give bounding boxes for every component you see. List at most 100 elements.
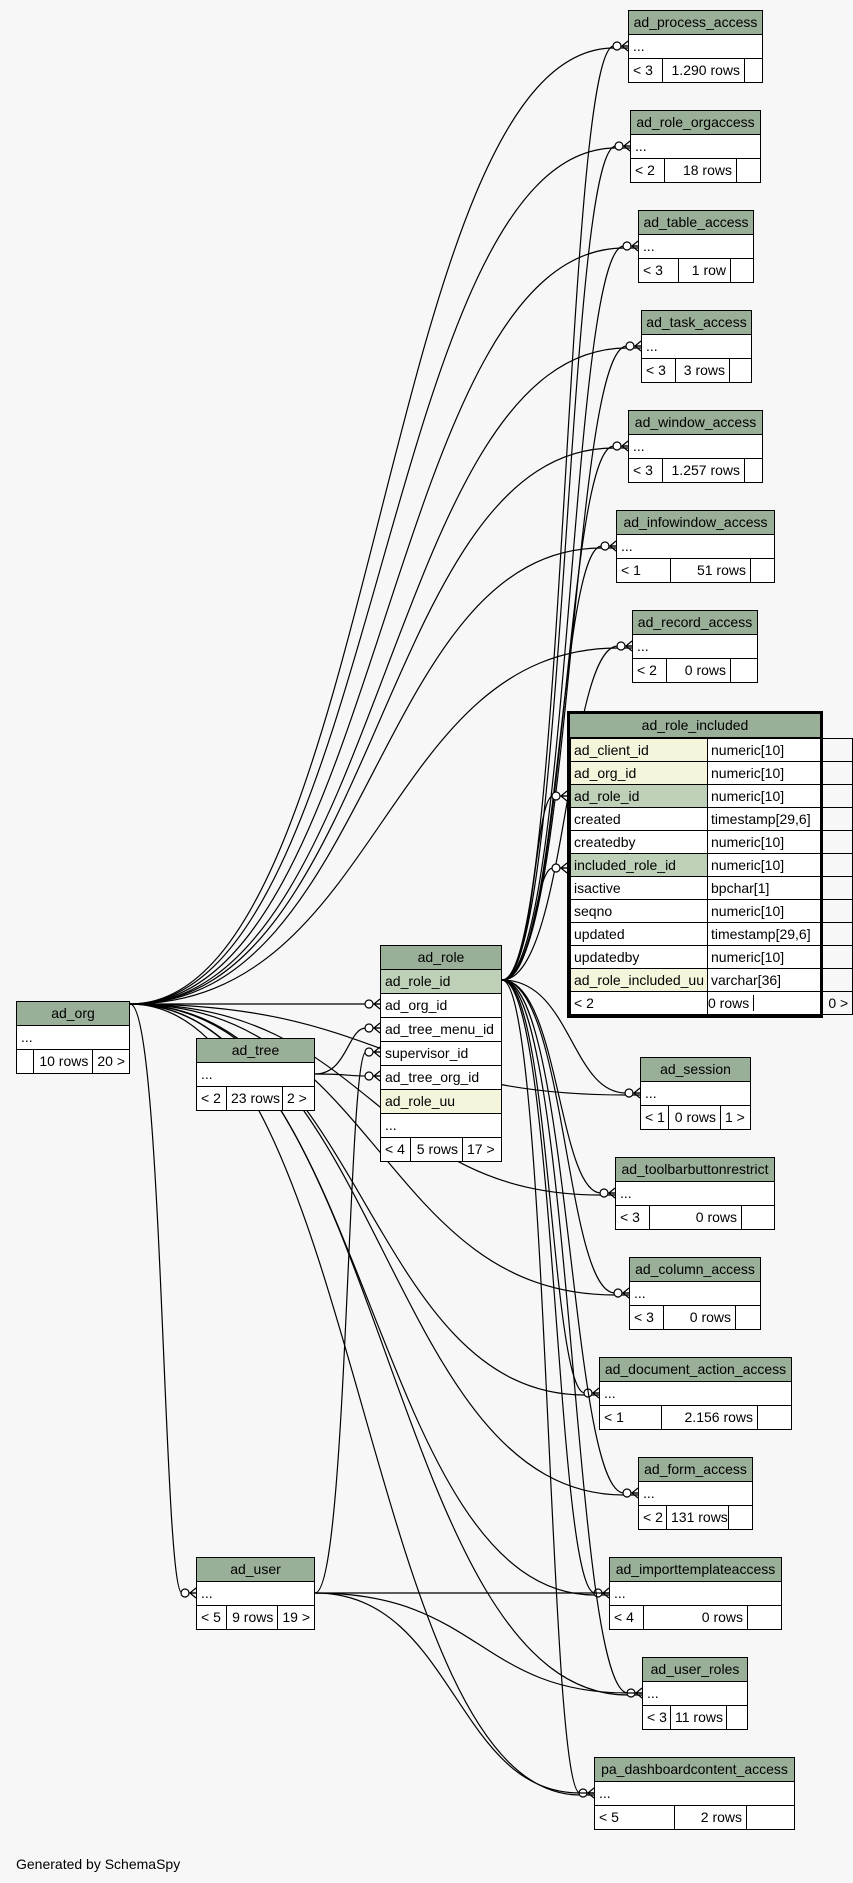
crowfoot-marker-docu <box>583 1387 600 1399</box>
table-ellipsis: ... <box>641 1082 750 1106</box>
column-type: timestamp[29,6] <box>706 922 853 946</box>
relation-line-ad-role-pada <box>501 979 594 1794</box>
column-name: ad_org_id <box>570 761 708 785</box>
children-count: 19 > <box>282 1609 310 1625</box>
table-header: ad_document_action_access <box>600 1358 791 1382</box>
children-count: 1 > <box>725 1109 745 1125</box>
table-header: ad_tree <box>197 1039 314 1063</box>
crowfoot-marker-ari-role <box>551 790 568 802</box>
table-header: ad_role_orgaccess <box>631 111 760 135</box>
table-header: ad_role <box>381 946 501 970</box>
column-name: createdby <box>570 830 708 854</box>
table-ellipsis: ... <box>629 35 762 59</box>
parents-count: < 1 <box>600 1406 662 1429</box>
table-ellipsis: ... <box>197 1582 314 1606</box>
crowfoot-marker-form <box>622 1487 639 1499</box>
table-ellipsis: ... <box>616 1182 774 1206</box>
table-header: ad_importtemplateaccess <box>610 1558 781 1582</box>
relation-line-ad-org-proc <box>129 47 628 1005</box>
table-ellipsis: ... <box>595 1782 794 1806</box>
relation-line-ad-role-tabl <box>501 245 638 981</box>
parents-count: < 4 <box>610 1606 644 1629</box>
parents-count: < 3 <box>630 1306 664 1329</box>
relation-line-ad-user-pada <box>314 1592 594 1794</box>
row-count: 1.257 rows <box>663 459 745 482</box>
relation-line-ad-role-sess <box>501 979 640 1094</box>
crowfoot-marker-supervisor <box>364 1046 381 1058</box>
table-header: ad_table_access <box>639 211 753 235</box>
table-ad-role[interactable]: ad_role ad_role_id ad_org_id ad_tree_men… <box>380 945 502 1162</box>
table-header: ad_user_roles <box>643 1658 747 1682</box>
crowfoot-marker-reco <box>616 640 633 652</box>
column-ad-role-id: ad_role_id <box>381 970 501 994</box>
row-count: 3 rows <box>676 359 730 382</box>
crowfoot-marker-orga <box>614 140 631 152</box>
crowfoot-marker-info <box>600 540 617 552</box>
table-ellipsis: ... <box>643 1682 747 1706</box>
relation-line-ad-org-tabl <box>129 247 638 1005</box>
relation-line-ad-role-form <box>501 979 638 1494</box>
column-supervisor-id: supervisor_id <box>381 1042 501 1066</box>
column-type: bpchar[1] <box>706 876 853 900</box>
relation-line-ad-org-task <box>129 347 641 1005</box>
column-type: numeric[10] <box>706 899 853 923</box>
relation-line-ad-role-colm <box>501 979 629 1294</box>
column-type: numeric[10] <box>706 853 853 877</box>
relation-line-ad-user-usro <box>314 1592 642 1694</box>
column-type: varchar[36] <box>706 968 853 992</box>
column-type: numeric[10] <box>706 738 853 762</box>
table-ellipsis: ... <box>642 335 751 359</box>
table-ellipsis: ... <box>633 635 757 659</box>
column-name: ad_role_included_uu <box>570 968 708 992</box>
table-ellipsis: ... <box>17 1026 129 1050</box>
table-header: ad_user <box>197 1558 314 1582</box>
parents-count <box>17 1050 35 1073</box>
row-count: 11 rows <box>671 1706 727 1729</box>
row-count: 18 rows <box>665 159 737 182</box>
column-ad-role-uu: ad_role_uu <box>381 1090 501 1114</box>
table-ellipsis: ... <box>630 1282 760 1306</box>
table-header: ad_session <box>641 1058 750 1082</box>
table-ellipsis: ... <box>639 235 753 259</box>
children-count: 20 > <box>97 1053 125 1069</box>
crowfoot-marker-tabl <box>622 240 639 252</box>
parents-count: < 3 <box>639 259 679 282</box>
column-ad-tree-menu-id: ad_tree_menu_id <box>381 1018 501 1042</box>
relation-line-ad-org-wind <box>129 447 628 1005</box>
relation-line-ad-role-docu <box>501 979 599 1394</box>
table-ellipsis: ... <box>381 1114 501 1138</box>
parents-count: < 2 <box>633 659 667 682</box>
relation-line-ad-org-tool <box>129 1003 615 1196</box>
parents-count: < 3 <box>643 1706 671 1729</box>
parents-count: < 2 <box>570 991 708 1015</box>
crowfoot-marker-ari-included <box>551 862 568 874</box>
row-count: 0 rows <box>708 995 750 1011</box>
crowfoot-marker-tree-org <box>364 1070 381 1082</box>
relation-line-role-included-included-role-id <box>501 867 567 981</box>
children-count: 0 > <box>753 995 852 1011</box>
row-count: 51 rows <box>671 559 751 582</box>
row-count: 0 rows <box>667 659 731 682</box>
